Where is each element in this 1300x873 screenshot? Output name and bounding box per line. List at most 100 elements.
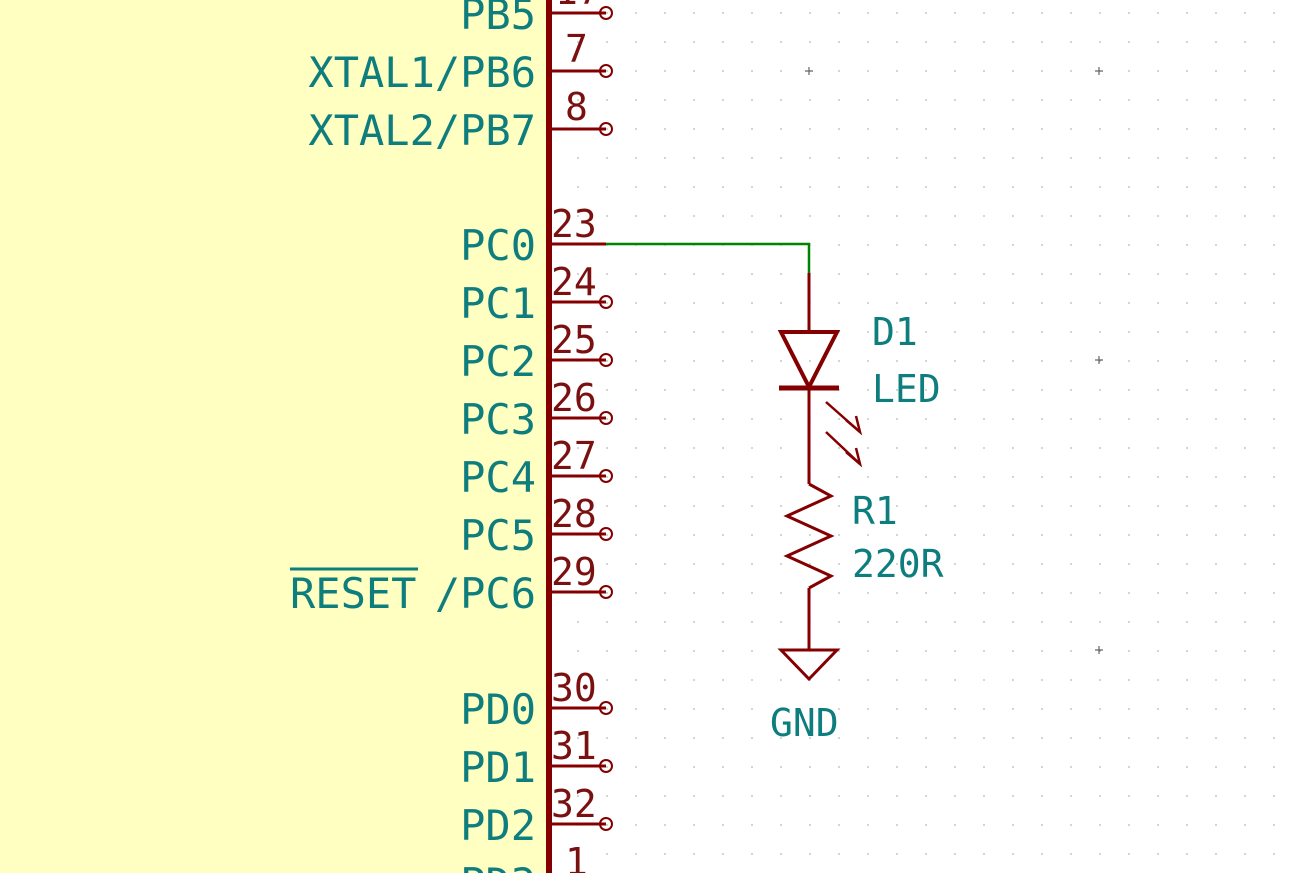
grid-dot [664,853,666,855]
grid-dot [751,708,753,710]
grid-dot [780,273,782,275]
grid-dot [1070,244,1072,246]
grid-dot [954,244,956,246]
mcu-pin-pd1[interactable]: 31 PD1 [460,724,613,792]
grid-dot [867,360,869,362]
grid-dot [1273,795,1275,797]
mcu-pin-pd0[interactable]: 30 PD0 [460,666,613,734]
grid-origin-cross [1095,67,1103,75]
grid-dot [1099,679,1101,681]
grid-dot [1215,157,1217,159]
grid-dot [751,302,753,304]
grid-dot [577,505,579,507]
pin-name: PD0 [460,685,536,734]
grid-dot [1128,186,1130,188]
grid-dot [664,128,666,130]
grid-dot [606,186,608,188]
mcu-pin-pb5[interactable]: 17 PB5 [460,0,613,39]
grid-dot [1070,360,1072,362]
grid-dot [635,99,637,101]
grid-dot [1273,447,1275,449]
grid-dot [838,12,840,14]
grid-dot [896,70,898,72]
grid-dot [1041,824,1043,826]
grid-dot [1215,244,1217,246]
mcu-pin-pc0[interactable]: 23 PC0 [460,202,606,270]
mcu-pin-pc6[interactable]: 29 RESET /PC6 [290,550,613,618]
grid-dot [1070,215,1072,217]
grid-dot [809,853,811,855]
grid-dot [896,418,898,420]
grid-dot [925,650,927,652]
mcu-pin-pc3[interactable]: 26 PC3 [460,376,613,444]
grid-dot [809,534,811,536]
grid-dot [1128,679,1130,681]
grid-dot [664,650,666,652]
grid-dot [722,302,724,304]
grid-dot [1186,592,1188,594]
grid-dot [954,157,956,159]
mcu-pin-pb7[interactable]: 8 XTAL2/PB7 [308,85,613,155]
mcu-pin-pc5[interactable]: 28 PC5 [460,492,613,560]
grid-dot [1041,621,1043,623]
grid-dot [606,12,608,14]
grid-dot [1099,476,1101,478]
pin-name: PD1 [460,743,536,792]
grid-dot [1244,824,1246,826]
grid-dot [1244,853,1246,855]
grid-dot [1128,563,1130,565]
grid-dot [1273,650,1275,652]
led-d1[interactable]: D1 LED [777,273,941,484]
grid-dot [1012,621,1014,623]
grid-dot [925,157,927,159]
grid-dot [1244,766,1246,768]
grid-dot [1012,331,1014,333]
grid-dot [780,157,782,159]
grid-dot [606,766,608,768]
mcu-pin-pc4[interactable]: 27 PC4 [460,434,613,502]
grid-dot [954,679,956,681]
grid-dot [867,70,869,72]
grid-dot [925,70,927,72]
pin-name: PC1 [460,279,536,328]
grid-dot [1070,302,1072,304]
grid-dot [751,621,753,623]
grid-dot [954,534,956,536]
gnd-symbol[interactable]: GND [770,648,841,745]
grid-dot [954,766,956,768]
grid-dot [1128,70,1130,72]
grid-dot [983,737,985,739]
wire-pc0-d1[interactable] [606,242,811,273]
grid-dot [1273,215,1275,217]
grid-dot [606,853,608,855]
grid-dot [664,99,666,101]
grid-dot [1157,244,1159,246]
mcu-pin-pc2[interactable]: 25 PC2 [460,318,613,386]
grid-dot [751,389,753,391]
grid-dot [983,360,985,362]
grid-dot [1070,650,1072,652]
grid-dot [1186,650,1188,652]
grid-dot [1215,186,1217,188]
resistor-r1[interactable]: R1 220R [783,482,944,650]
grid-dot [1215,766,1217,768]
grid-dot [1157,186,1159,188]
grid-dot [1099,302,1101,304]
grid-dot [954,331,956,333]
mcu-pin-pd3[interactable]: 1 PD3 [460,840,606,873]
grid-dot [606,534,608,536]
grid-dot [1128,824,1130,826]
mcu-body[interactable] [0,0,549,873]
mcu-pin-pc1[interactable]: 24 PC1 [460,260,613,328]
grid-dot [1186,737,1188,739]
mcu-pin-pb6[interactable]: 7 XTAL1/PB6 [308,27,613,97]
pin-number: 31 [551,724,597,768]
grid-dot [1041,592,1043,594]
grid-dot [838,824,840,826]
grid-dot [751,360,753,362]
grid-dot [606,99,608,101]
grid-dot [664,476,666,478]
grid-dot [1012,128,1014,130]
mcu-pin-pd2[interactable]: 32 PD2 [460,782,613,850]
